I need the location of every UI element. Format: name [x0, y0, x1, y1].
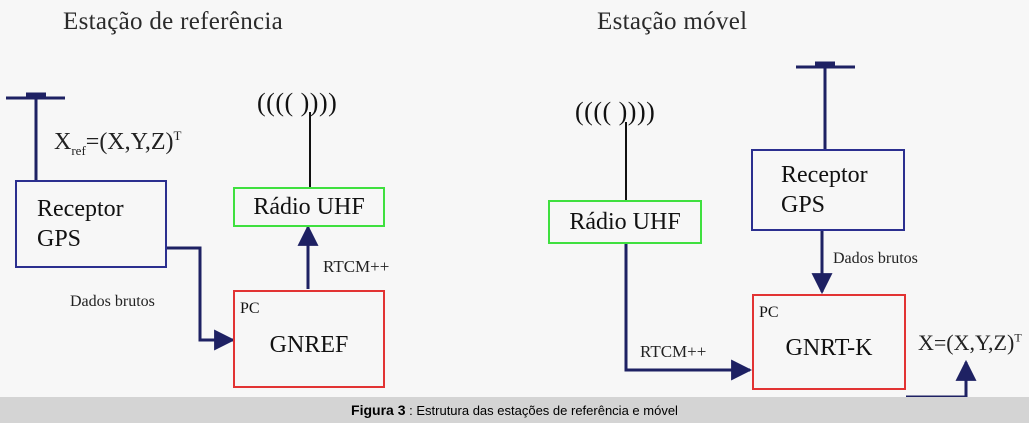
reference-gps-antenna: [6, 96, 65, 180]
mobile-pc-gnrtk-box: PC GNRT-K: [752, 294, 906, 390]
reference-radio-waves-icon: (((( )))): [257, 88, 338, 117]
reference-receiver-line1: Receptor: [37, 196, 124, 222]
reference-pc-tag: PC: [240, 300, 260, 317]
figure-caption-text: : Estrutura das estações de referência e…: [405, 402, 678, 418]
mobile-pc-tag: PC: [759, 304, 779, 321]
reference-pc-gnref-box: PC GNREF: [233, 290, 385, 388]
mobile-gps-receiver-box: Receptor GPS: [751, 149, 905, 231]
mobile-rtcm-label: RTCM++: [640, 342, 707, 361]
mobile-pc-name: GNRT-K: [785, 335, 873, 361]
reference-radio-uhf-box: Rádio UHF: [233, 187, 385, 227]
mobile-output-superscript: T: [1014, 330, 1022, 345]
mobile-rtcm-connector: [624, 244, 753, 381]
reference-raw-data-label: Dados brutos: [70, 293, 155, 310]
reference-station-title: Estação de referência: [63, 8, 284, 35]
mobile-receiver-line2: GPS: [781, 192, 826, 218]
mobile-output-formula: X=(X,Y,Z)T: [918, 330, 1022, 356]
reference-position-superscript: T: [173, 128, 182, 143]
reference-raw-data-connector: [167, 246, 236, 351]
figure-caption: Figura 3 : Estrutura das estações de ref…: [0, 397, 1029, 423]
mobile-station-title: Estação móvel: [597, 8, 748, 35]
mobile-radio-label: Rádio UHF: [569, 209, 681, 235]
mobile-receiver-line1: Receptor: [781, 162, 868, 188]
mobile-radio-waves-icon: (((( )))): [575, 97, 656, 126]
mobile-raw-data-label: Dados brutos: [833, 250, 918, 267]
mobile-radio-uhf-box: Rádio UHF: [548, 200, 702, 244]
mobile-output-expression: X=(X,Y,Z): [918, 330, 1015, 355]
reference-rtcm-label: RTCM++: [323, 257, 390, 276]
reference-position-formula: Xref=(X,Y,Z)T: [54, 128, 181, 159]
reference-pc-name: GNREF: [269, 332, 349, 358]
reference-position-symbol: X: [54, 129, 72, 155]
figure-number: Figura 3: [351, 402, 406, 418]
reference-position-expression: =(X,Y,Z): [85, 129, 174, 155]
reference-gps-receiver-box: Receptor GPS: [15, 180, 167, 268]
reference-position-subscript: ref: [71, 142, 86, 158]
mobile-output-connector: [906, 359, 977, 399]
mobile-gps-receiver-text: Receptor GPS: [781, 160, 868, 220]
reference-radio-label: Rádio UHF: [253, 194, 365, 220]
reference-receiver-line2: GPS: [37, 226, 82, 252]
reference-gps-receiver-text: Receptor GPS: [37, 194, 124, 254]
mobile-gps-antenna: [796, 65, 855, 149]
